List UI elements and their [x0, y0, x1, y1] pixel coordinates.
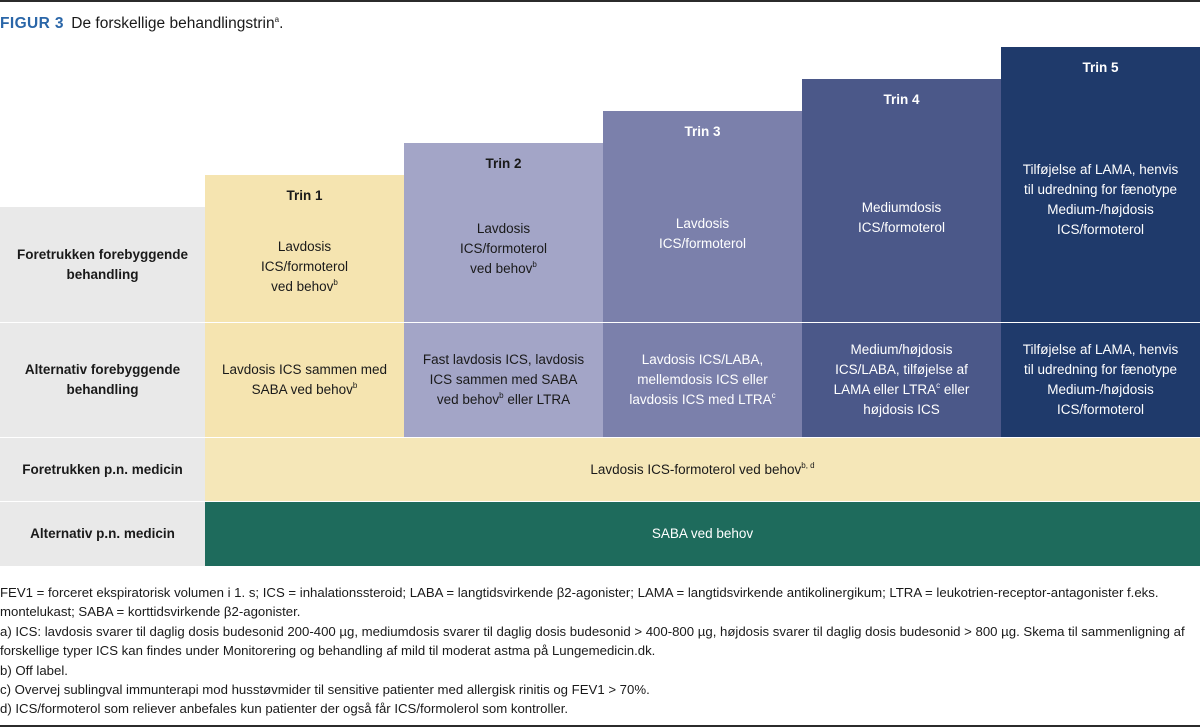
cell-sup: b: [352, 381, 358, 390]
row-label-alternative-controller-text: Alternativ forebyggende behandling: [24, 362, 181, 397]
cell-line: Lavdosis: [277, 239, 332, 254]
cell-line: ved behov: [470, 261, 533, 276]
figure-title-text: De forskellige behandlingstrin: [71, 15, 275, 32]
row-label-preferred-controller-text: Foretrukken forebyggende behandling: [16, 246, 189, 282]
footnote-c: c) Overvej sublingval immunterapi mod hu…: [0, 682, 650, 698]
cell-line: Lavdosis: [476, 221, 531, 236]
row-label-alternative-reliever-text: Alternativ p.n. medicin: [30, 526, 175, 541]
preferred-reliever-text: Lavdosis ICS-formoterol ved behov: [590, 461, 802, 477]
cell-line: ICS/LABA, tilføjelse af: [835, 362, 968, 377]
cell-line: eller: [940, 382, 970, 397]
row-separator: [0, 322, 1200, 323]
cell-line: Medium-/højdosis: [1047, 382, 1154, 397]
cell-line: ved behov: [436, 392, 500, 407]
cell-line: ICS/formoterol: [1056, 402, 1145, 417]
step-header-trin3: Trin 3: [684, 124, 721, 139]
cell-line: ved behov: [271, 279, 334, 294]
row-label-preferred-controller: Foretrukken forebyggende behandling: [0, 207, 205, 322]
cell-sup: c: [936, 381, 941, 390]
cell-sup: c: [771, 391, 776, 400]
alternative-reliever-text: SABA ved behov: [651, 526, 754, 541]
cell-line: eller LTRA: [503, 392, 571, 407]
alternative-cell-trin5: Tilføjelse af LAMA, henvis til udredning…: [1001, 323, 1200, 437]
cell-line: til udredning for fænotype: [1023, 362, 1178, 377]
step-column-trin1: [205, 175, 404, 437]
cell-line: til udredning for fænotype: [1023, 182, 1178, 197]
cell-line: ICS/formoterol: [260, 259, 349, 274]
step-header-trin5: Trin 5: [1082, 60, 1119, 75]
footnote-a: a) ICS: lavdosis svarer til daglig dosis…: [0, 623, 1185, 659]
preferred-cell-trin2: Lavdosis ICS/formoterol ved behovb: [404, 219, 603, 279]
row-separator: [0, 437, 1200, 438]
alternative-cell-trin2: Fast lavdosis ICS, lavdosis ICS sammen m…: [404, 323, 603, 437]
cell-line: Tilføjelse af LAMA, henvis: [1022, 342, 1179, 357]
cell-line: ICS/formoterol: [1056, 222, 1145, 237]
cell-line: ICS sammen med SABA: [429, 372, 578, 387]
cell-line: ICS/formoterol: [857, 220, 946, 235]
cell-line: Mediumdosis: [861, 200, 942, 215]
alternative-cell-trin1: Lavdosis ICS sammen med SABA ved behovb: [205, 323, 404, 437]
cell-line: Medium-/højdosis: [1047, 202, 1154, 217]
cell-sup: b: [499, 391, 504, 400]
step-column-trin3: [603, 111, 802, 437]
footnote-abbreviations: FEV1 = forceret ekspiratorisk volumen i …: [0, 585, 1159, 620]
cell-line: lavdosis ICS med LTRA: [629, 392, 772, 407]
cell-sup: b: [532, 260, 537, 269]
cell-line: højdosis ICS: [863, 402, 940, 417]
row-separator: [0, 501, 1200, 502]
footnote-d: d) ICS/formoterol som reliever anbefales…: [0, 701, 569, 717]
step-column-trin2: [404, 143, 603, 437]
preferred-cell-trin5: Tilføjelse af LAMA, henvis til udredning…: [1001, 160, 1200, 240]
cell-line: Lavdosis ICS sammen med: [221, 362, 388, 377]
cell-line: Lavdosis: [675, 216, 730, 231]
row-label-alternative-reliever: Alternativ p.n. medicin: [0, 502, 205, 566]
row-label-alternative-controller: Alternativ forebyggende behandling: [0, 323, 205, 437]
bottom-rule: [0, 725, 1200, 727]
step-header-trin1: Trin 1: [286, 188, 323, 203]
figure-title-sup: a: [274, 15, 280, 24]
cell-line: LAMA eller LTRA: [833, 382, 937, 397]
preferred-reliever-sup: b, d: [801, 460, 815, 470]
footnotes: FEV1 = forceret ekspiratorisk volumen i …: [0, 583, 1200, 719]
step-header-trin2: Trin 2: [485, 156, 522, 171]
row-label-preferred-reliever: Foretrukken p.n. medicin: [0, 438, 205, 501]
figure-title: FIGUR 3 De forskellige behandlingstrina.: [0, 15, 283, 33]
table-bottom: [0, 566, 1200, 567]
preferred-cell-trin4: Mediumdosis ICS/formoterol: [802, 198, 1001, 238]
cell-line: Tilføjelse af LAMA, henvis: [1022, 162, 1179, 177]
footnote-b: b) Off label.: [0, 662, 68, 678]
figure-title-end: .: [279, 15, 284, 32]
cell-line: Fast lavdosis ICS, lavdosis: [422, 352, 585, 367]
cell-line: Medium/højdosis: [850, 342, 953, 357]
alternative-reliever-bar: SABA ved behov: [205, 502, 1200, 566]
cell-line: ICS/formoterol: [459, 241, 548, 256]
preferred-cell-trin3: Lavdosis ICS/formoterol: [603, 214, 802, 254]
cell-sup: b: [333, 278, 338, 287]
step-header-trin4: Trin 4: [883, 92, 920, 107]
alternative-cell-trin4: Medium/højdosis ICS/LABA, tilføjelse af …: [802, 323, 1001, 437]
step-column-trin5: [1001, 47, 1200, 437]
step-column-trin4: [802, 79, 1001, 437]
cell-line: SABA ved behov: [251, 382, 353, 397]
cell-line: ICS/formoterol: [658, 236, 747, 251]
cell-line: Lavdosis ICS/LABA,: [641, 352, 764, 367]
alternative-cell-trin3: Lavdosis ICS/LABA, mellemdosis ICS eller…: [603, 323, 802, 437]
top-rule: [0, 0, 1200, 2]
figure-label: FIGUR 3: [0, 15, 64, 32]
row-label-preferred-reliever-text: Foretrukken p.n. medicin: [22, 461, 183, 477]
preferred-cell-trin1: Lavdosis ICS/formoterol ved behovb: [205, 237, 404, 297]
cell-line: mellemdosis ICS eller: [637, 372, 768, 387]
preferred-reliever-bar: Lavdosis ICS-formoterol ved behovb, d: [205, 438, 1200, 501]
